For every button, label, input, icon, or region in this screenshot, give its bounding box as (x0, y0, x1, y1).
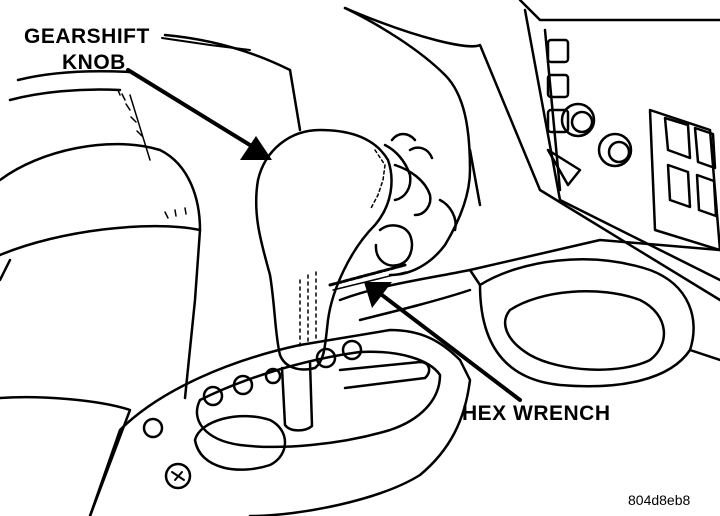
console-edge (0, 395, 132, 516)
knob-arrow-head (240, 136, 272, 160)
shifter-bezel (88, 328, 472, 516)
seat-outline (0, 70, 202, 400)
gearshift-knob-shape (254, 128, 393, 371)
shift-lever (280, 360, 314, 432)
hex-wrench-shape (328, 263, 407, 291)
knob-leader-line (161, 37, 251, 51)
gearshift-knob-label-line2: KNOB (62, 51, 126, 74)
hex-arrow-head (364, 282, 392, 308)
gearshift-knob-label-line1: GEARSHIFT (24, 25, 150, 48)
console-tray (338, 238, 720, 388)
figure-code-label: 804d8eb8 (628, 492, 691, 508)
hex-wrench-label: HEX WRENCH (462, 402, 611, 425)
leader-lines (126, 37, 522, 402)
hex-arrow-line (376, 290, 522, 402)
dashboard-panel (343, 0, 720, 302)
hand-and-arm (163, 6, 482, 277)
knob-arrow-line (126, 68, 260, 152)
